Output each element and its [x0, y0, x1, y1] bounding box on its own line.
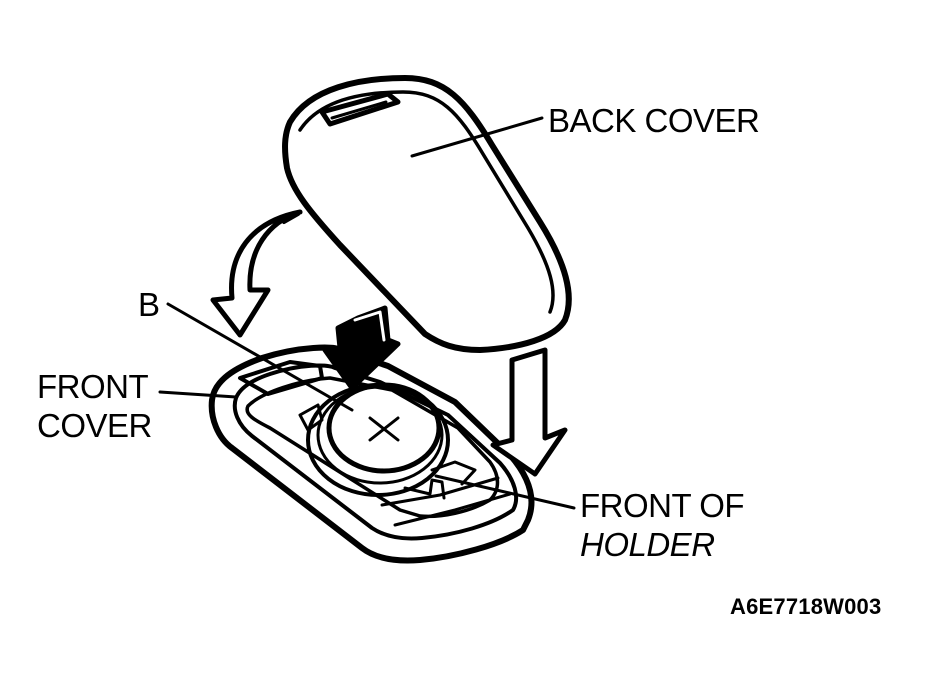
figure-code: A6E7718W003 [730, 594, 882, 619]
battery-b [326, 382, 442, 474]
label-front-cover-line1: FRONT [37, 368, 149, 405]
leader-back-cover [410, 116, 544, 158]
label-front-of-holder-line2: HOLDER [580, 526, 715, 563]
back-cover [282, 75, 572, 353]
front-cover-case [208, 344, 535, 564]
label-front-cover-line2: COVER [37, 407, 152, 444]
leader-b [166, 302, 354, 412]
rotate-arrow [210, 209, 303, 338]
label-back-cover: BACK COVER [548, 102, 760, 139]
label-front-of-holder-line1: FRONT OF [580, 487, 745, 524]
push-arrow [322, 305, 401, 391]
label-b: B [138, 286, 160, 323]
down-arrow [490, 347, 568, 477]
leader-front-cover [158, 390, 238, 399]
leader-front-of-holder [434, 474, 576, 510]
